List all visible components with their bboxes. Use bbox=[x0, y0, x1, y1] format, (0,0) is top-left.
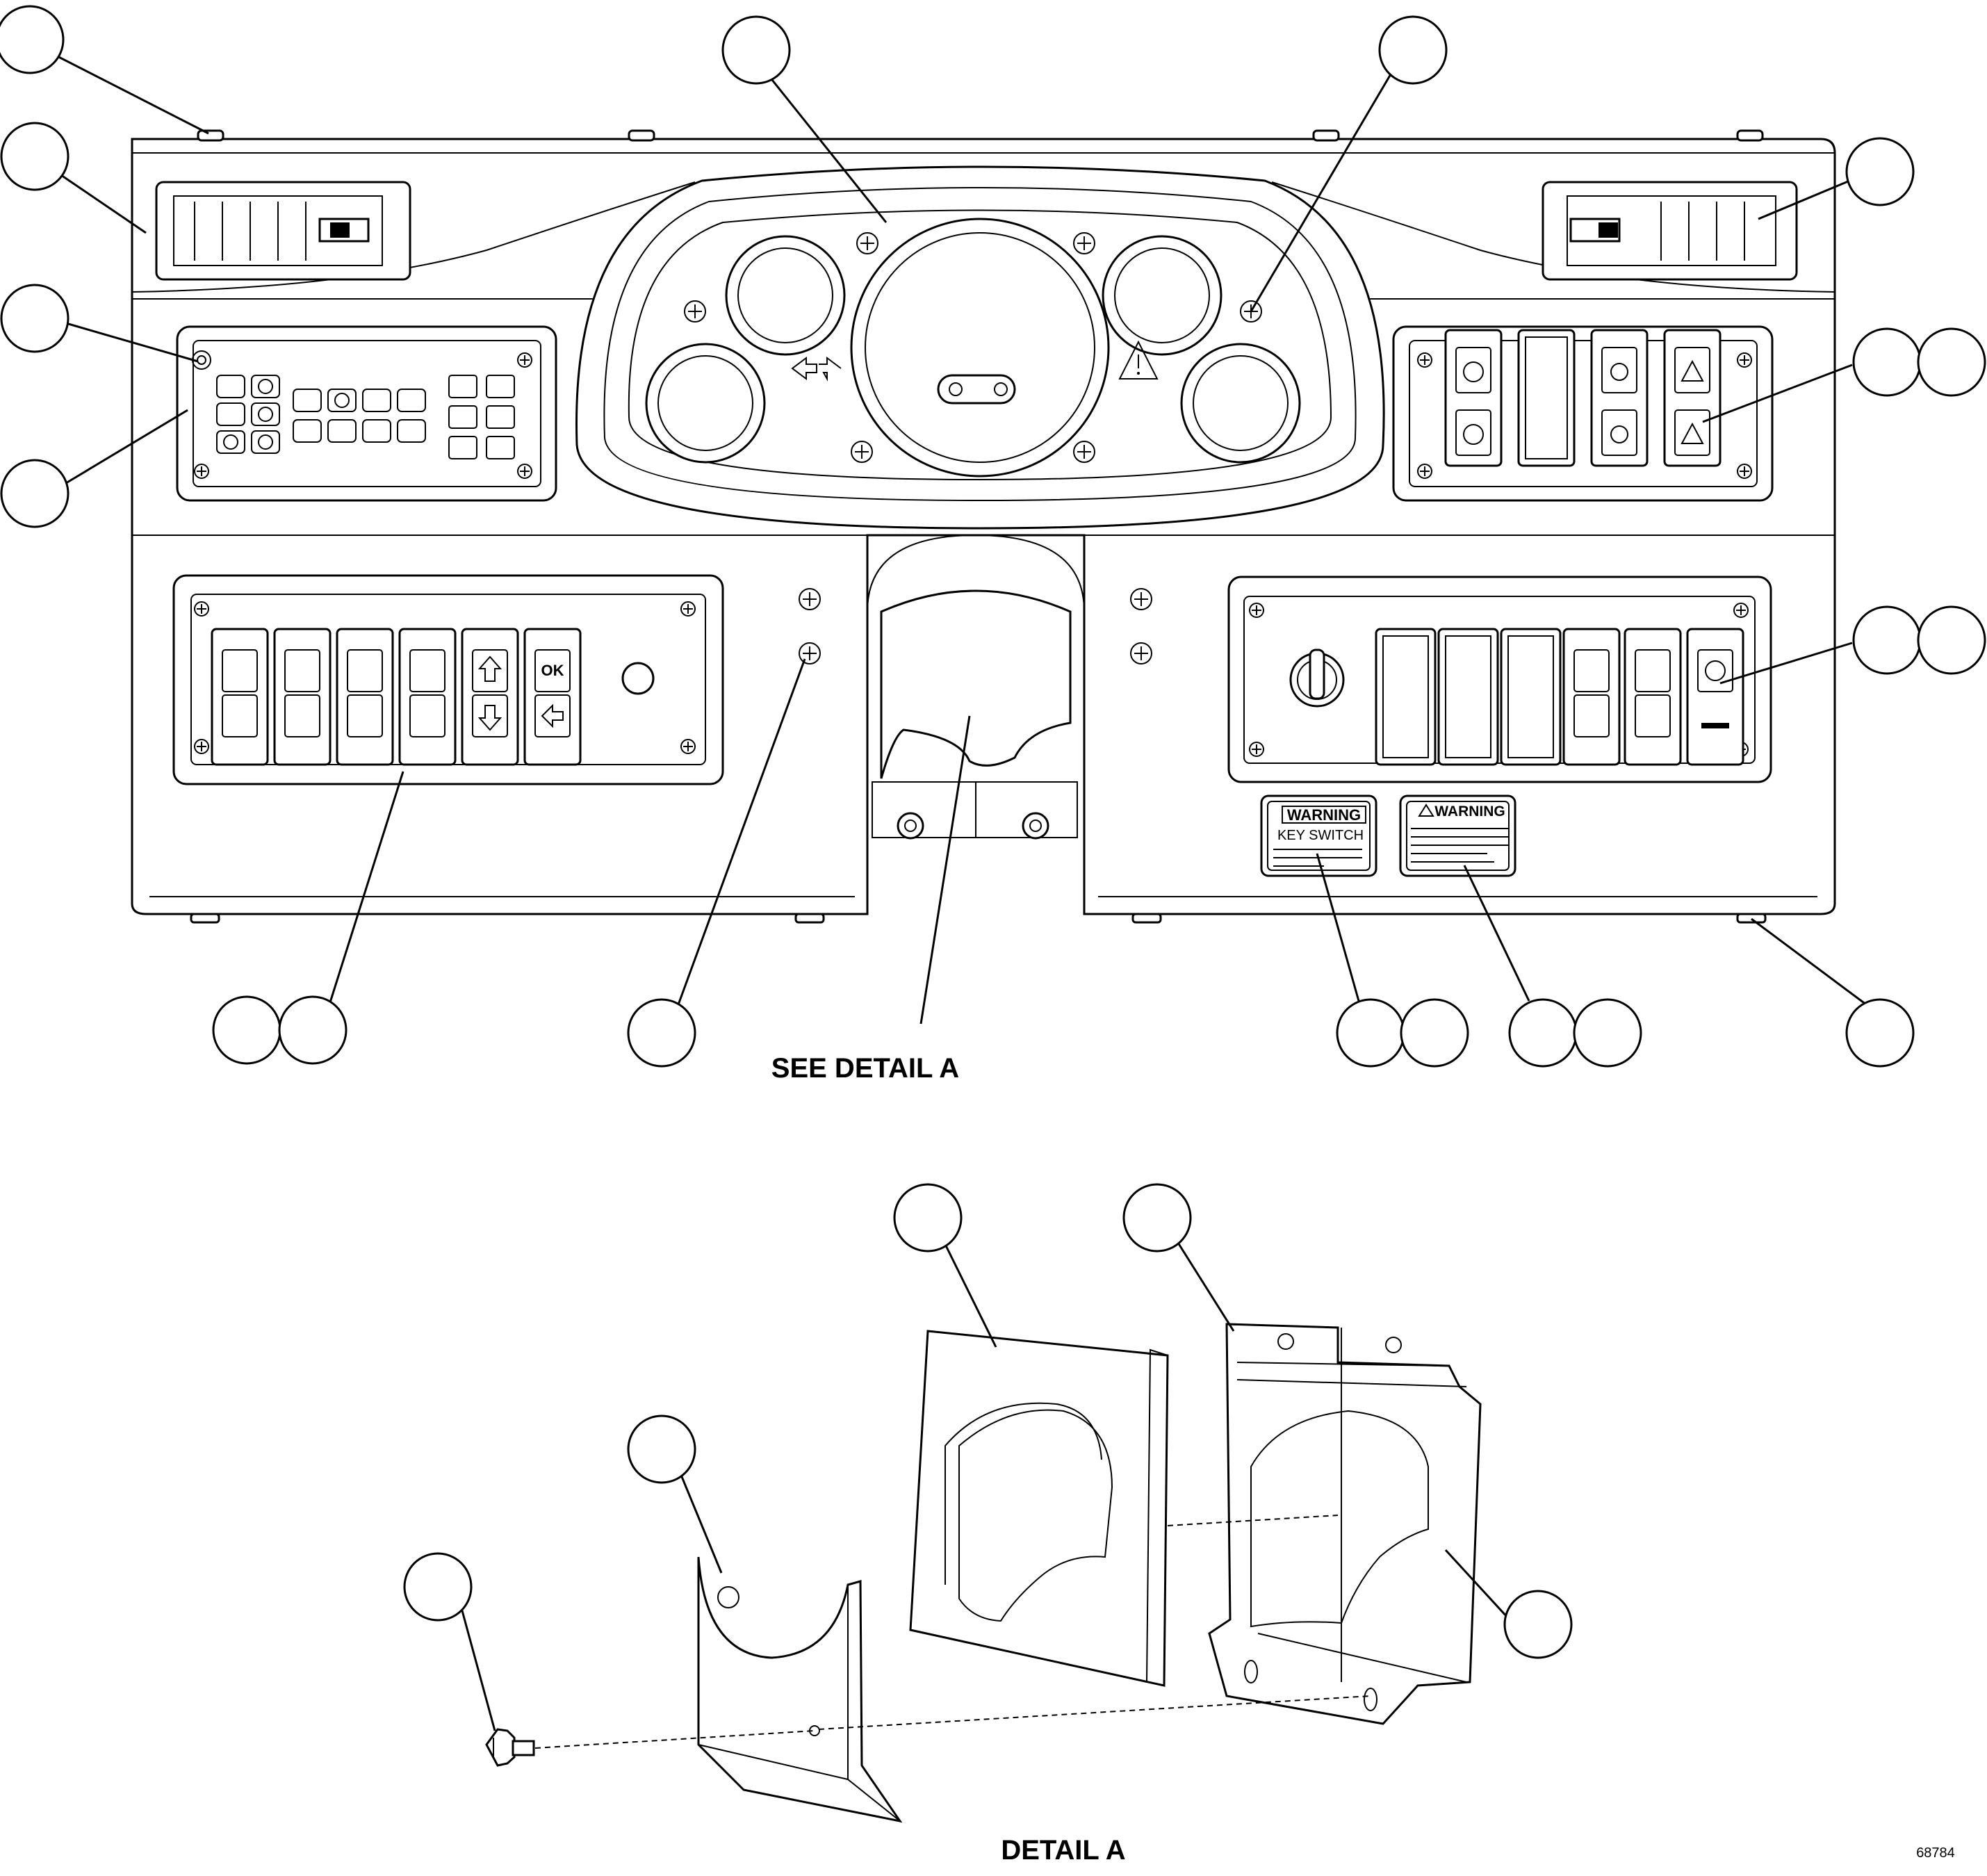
rocker-switches-upper-right bbox=[1444, 329, 1722, 467]
detail-a-exploded-view bbox=[403, 1183, 1573, 1823]
detail-a-title: DETAIL A bbox=[1001, 1835, 1125, 1866]
right-air-vent bbox=[1542, 181, 1798, 281]
turn-signal-arrows-icon bbox=[791, 357, 842, 382]
see-detail-label: SEE DETAIL A bbox=[771, 1053, 959, 1084]
screw-icon bbox=[485, 1728, 535, 1767]
rocker-switches-lower-right bbox=[1375, 628, 1744, 766]
gasket-plate bbox=[909, 1330, 1169, 1687]
warning-decal-shift-selector: WARNING bbox=[1399, 794, 1516, 877]
instrument-cluster bbox=[575, 165, 1385, 530]
lower-right-switch-panel bbox=[1227, 576, 1772, 783]
left-air-vent bbox=[155, 181, 411, 281]
warning-left-title: WARNING bbox=[1287, 806, 1361, 824]
mounting-plate bbox=[1208, 1323, 1482, 1725]
cluster-screws bbox=[684, 232, 1262, 463]
warning-left-subtitle: KEY SWITCH bbox=[1277, 828, 1364, 843]
mounting-bracket bbox=[697, 1556, 903, 1823]
callouts-top bbox=[0, 5, 1986, 1068]
key-switch-icon bbox=[1289, 649, 1345, 708]
lower-left-switch-panel: OK bbox=[172, 574, 724, 785]
upper-left-indicator-panel bbox=[176, 325, 557, 502]
ok-button-label: OK bbox=[541, 662, 564, 679]
rocker-switches-lower-left bbox=[211, 628, 582, 766]
steering-column-opening bbox=[799, 534, 1152, 914]
warning-triangle-icon bbox=[1118, 340, 1159, 380]
gauges bbox=[645, 218, 1301, 478]
warning-right-title: WARNING bbox=[1434, 804, 1505, 819]
upper-right-switch-panel bbox=[1392, 325, 1774, 502]
dashboard-panel bbox=[131, 129, 1836, 924]
warning-decal-key-switch: WARNING KEY SWITCH bbox=[1260, 794, 1377, 877]
indicator-lamps bbox=[216, 375, 515, 459]
figure-number: 68784 bbox=[1916, 1845, 1955, 1861]
